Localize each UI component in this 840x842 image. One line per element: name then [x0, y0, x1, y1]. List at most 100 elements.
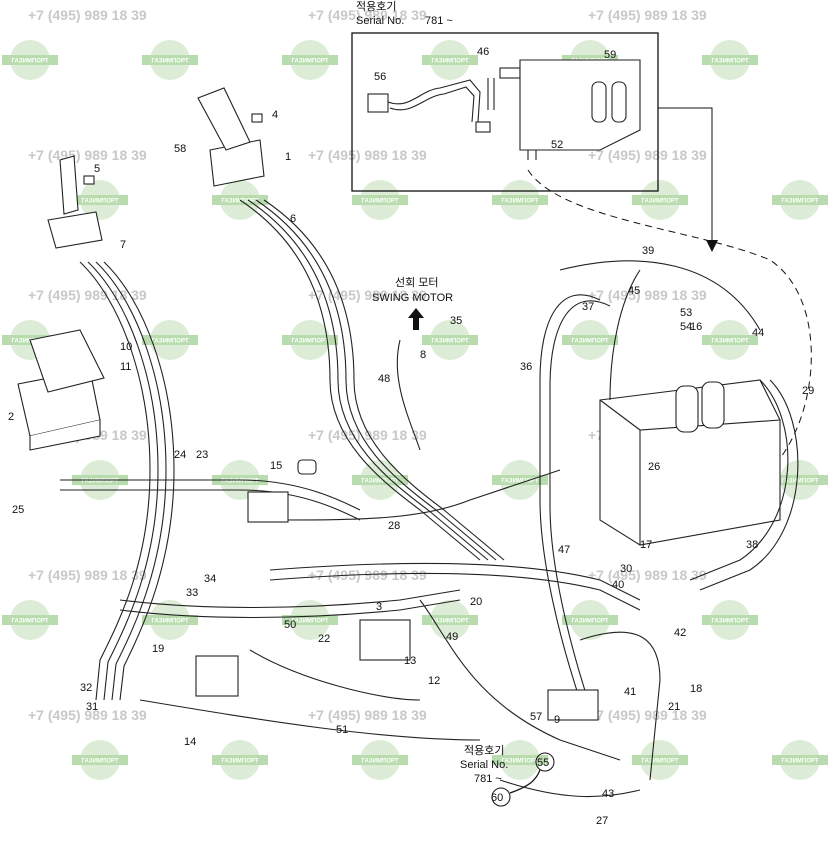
callout-number: 50 [284, 619, 296, 631]
watermark-logo: ГАЗИМПОРТ [282, 320, 338, 360]
watermark-phone: +7 (495) 989 18 39 [28, 7, 147, 23]
callout-number: 40 [612, 579, 624, 591]
watermark-logo: ГАЗИМПОРТ [352, 460, 408, 500]
left-joystick [47, 155, 103, 249]
watermark-logo: ГАЗИМПОРТ [422, 40, 478, 80]
watermark-logo-text: ГАЗИМПОРТ [712, 339, 749, 345]
watermark-logo: ГАЗИМПОРТ [702, 40, 758, 80]
callout-number: 26 [648, 461, 660, 473]
watermark-logo: ГАЗИМПОРТ [2, 600, 58, 640]
watermark-logo: ГАЗИМПОРТ [492, 740, 548, 780]
watermark-logo-text: ГАЗИМПОРТ [12, 619, 49, 625]
callout-number: 43 [602, 788, 614, 800]
callout-number: 11 [120, 361, 131, 373]
watermark-phone: +7 (495) 989 18 39 [308, 287, 427, 303]
serial-bottom-range: 781 ~ [474, 773, 502, 785]
callout-number: 30 [620, 563, 632, 575]
watermark-logo-text: ГАЗИМПОРТ [572, 619, 609, 625]
callout-number: 59 [604, 49, 616, 61]
watermark-logo-text: ГАЗИМПОРТ [572, 339, 609, 345]
watermark-phone: +7 (495) 989 18 39 [308, 427, 427, 443]
watermark-phone: +7 (495) 989 18 39 [588, 287, 707, 303]
watermark-logo-text: ГАЗИМПОРТ [782, 479, 819, 485]
callout-number: 58 [174, 143, 186, 155]
watermark-phone: +7 (495) 989 18 39 [588, 7, 707, 23]
serial-top-en: Serial No. [356, 15, 404, 27]
watermark-logo-text: ГАЗИМПОРТ [432, 59, 469, 65]
watermark-logo-text: ГАЗИМПОРТ [362, 479, 399, 485]
control-valve-block [599, 379, 781, 546]
callout-number: 53 [680, 307, 692, 319]
watermark-logo: ГАЗИМПОРТ [142, 320, 198, 360]
watermark-logo: ГАЗИМПОРТ [562, 320, 618, 360]
swing-motor-note: 선회 모터 SWING MOTOR [372, 276, 453, 330]
serial-bottom-ko: 적용호기 [464, 744, 504, 757]
watermark-logo: ГАЗИМПОРТ [492, 460, 548, 500]
watermark-logo: ГАЗИМПОРТ [212, 740, 268, 780]
watermark-logo-text: ГАЗИМПОРТ [152, 339, 189, 345]
callout-number: 8 [420, 349, 426, 361]
callout-number: 18 [690, 683, 702, 695]
callout-number: 14 [184, 736, 196, 748]
watermark-logo-text: ГАЗИМПОРТ [362, 199, 399, 205]
watermark-logo-text: ГАЗИМПОРТ [292, 619, 329, 625]
callout-number: 32 [80, 682, 92, 694]
watermark-logo: ГАЗИМПОРТ [72, 740, 128, 780]
watermark-logo-text: ГАЗИМПОРТ [152, 59, 189, 65]
watermark-logo-text: ГАЗИМПОРТ [432, 339, 469, 345]
callout-number: 54 [680, 321, 692, 333]
callout-number: 6 [290, 213, 296, 225]
callout-number: 31 [86, 701, 98, 713]
watermark-logo-text: ГАЗИМПОРТ [362, 759, 399, 765]
watermark-logo-text: ГАЗИМПОРТ [782, 759, 819, 765]
watermark-phone: +7 (495) 989 18 39 [588, 707, 707, 723]
watermark-logo-text: ГАЗИМПОРТ [82, 759, 119, 765]
callout-number: 46 [477, 46, 489, 58]
swing-motor-en: SWING MOTOR [372, 292, 453, 304]
watermark-logo: ГАЗИМПОРТ [772, 740, 828, 780]
watermark-logo-text: ГАЗИМПОРТ [222, 759, 259, 765]
watermark-logo: ГАЗИМПОРТ [282, 40, 338, 80]
callout-number: 38 [746, 539, 758, 551]
callout-number: 42 [674, 627, 686, 639]
callout-number: 47 [558, 544, 570, 556]
callout-number: 17 [640, 539, 652, 551]
callout-number: 21 [668, 701, 680, 713]
callout-number: 48 [378, 373, 390, 385]
callout-number: 7 [120, 239, 126, 251]
callout-number: 20 [470, 596, 482, 608]
callout-number: 2 [8, 411, 14, 423]
watermark-logo: ГАЗИМПОРТ [2, 40, 58, 80]
watermark-logo: ГАЗИМПОРТ [352, 740, 408, 780]
watermark-logo: ГАЗИМПОРТ [422, 320, 478, 360]
watermark-logo-text: ГАЗИМПОРТ [82, 479, 119, 485]
callout-number: 13 [404, 655, 416, 667]
watermark-logo: ГАЗИМПОРТ [492, 180, 548, 220]
watermark-logo: ГАЗИМПОРТ [562, 600, 618, 640]
serial-top-ko: 적용호기 [356, 0, 396, 13]
watermark-phone: +7 (495) 989 18 39 [28, 287, 147, 303]
callout-number: 36 [520, 361, 532, 373]
callout-numbers: 1234567891011121314151617181920212223242… [8, 46, 814, 827]
callout-number: 12 [428, 675, 440, 687]
callout-number: 34 [204, 573, 216, 585]
watermark-logo: ГАЗИМПОРТ [632, 180, 688, 220]
callout-number: 33 [186, 587, 198, 599]
callout-number: 56 [374, 71, 386, 83]
callout-number: 22 [318, 633, 330, 645]
watermark-phone: +7 (495) 989 18 39 [28, 707, 147, 723]
callout-number: 60 [491, 792, 503, 804]
callout-number: 27 [596, 815, 608, 827]
serial-bottom-en: Serial No. [460, 759, 508, 771]
watermark-logo-text: ГАЗИМПОРТ [222, 479, 259, 485]
watermark-logo-text: ГАЗИМПОРТ [292, 59, 329, 65]
callout-number: 52 [551, 139, 563, 151]
inset-detail-box: 적용호기 Serial No. 781 ~ [351, 0, 659, 192]
watermark-logo-text: ГАЗИМПОРТ [712, 59, 749, 65]
travel-pedal-valve [17, 329, 105, 451]
callout-number: 9 [554, 714, 560, 726]
callout-number: 1 [285, 151, 291, 163]
watermark-logo: ГАЗИМПОРТ [352, 180, 408, 220]
watermark-logo-text: ГАЗИМПОРТ [642, 199, 679, 205]
bottom-serial-note: 적용호기 Serial No. 781 ~ [460, 744, 555, 807]
